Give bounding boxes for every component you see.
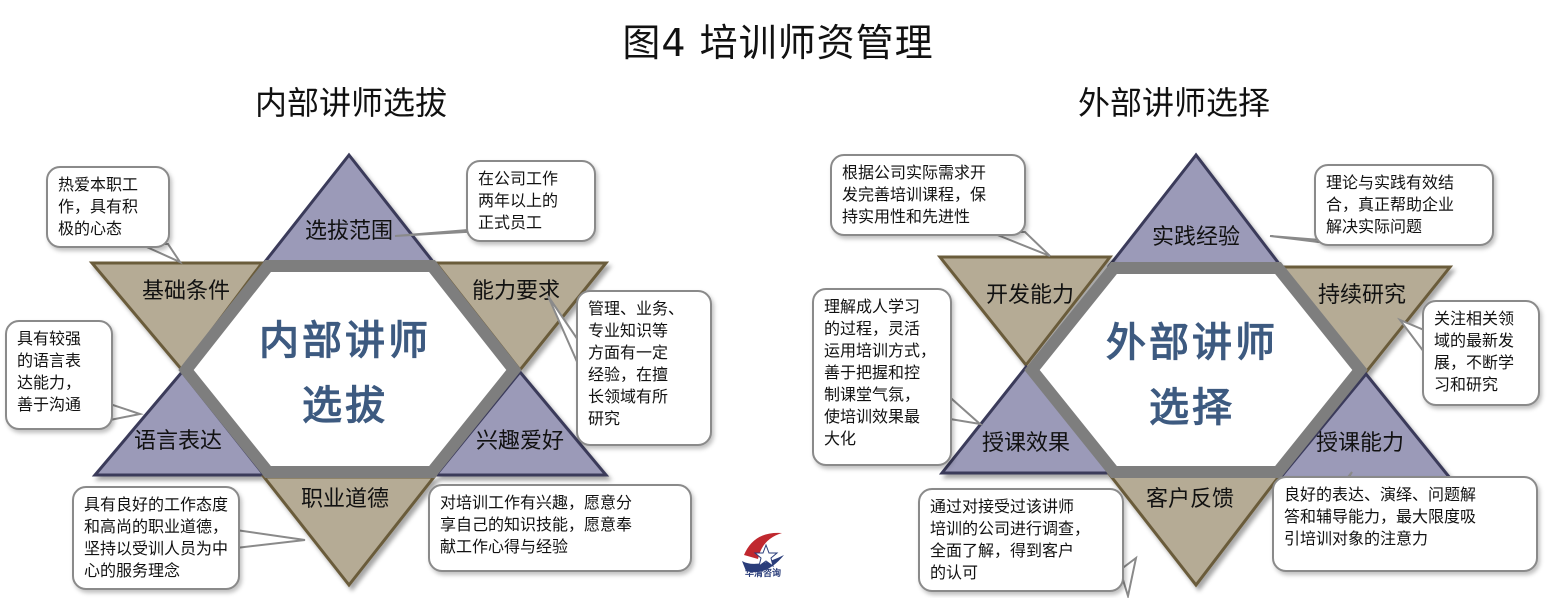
right-label-upper-right: 持续研究 (1318, 283, 1406, 308)
left-center-line2: 选拔 (302, 383, 388, 429)
right-bubble-teaching-ability: 良好的表达、演绎、问题解 答和辅导能力，最大限度吸 引培训对象的注意力 (1272, 476, 1538, 572)
right-label-top: 实践经验 (1152, 225, 1240, 250)
left-label-upper-right: 能力要求 (472, 279, 560, 304)
right-triangle-upper-left (936, 255, 1114, 368)
left-bubble-ability: 管理、业务、 专业知识等 方面有一定 经验，在擅 长领域有所 研究 (576, 290, 712, 446)
left-bubble-ethics: 具有良好的工作态度 和高尚的职业道德， 坚持以受训人员为中 心的服务理念 (72, 486, 240, 590)
right-diagram-title: 外部讲师选择 (1078, 84, 1271, 122)
company-logo (742, 532, 784, 573)
right-label-lower-left: 授课效果 (982, 431, 1070, 456)
right-bubble-research: 关注相关领 域的最新发 展，不断学 习和研究 (1422, 300, 1540, 406)
right-bubble-practice: 理论与实践有效结 合，真正帮助企业 解决实际问题 (1314, 164, 1494, 246)
right-label-bottom: 客户反馈 (1146, 487, 1234, 512)
left-bubble-interest: 对培训工作有兴趣，愿意分 享自己的知识技能，愿意奉 献工作心得与经验 (428, 484, 692, 572)
left-center-line1: 内部讲师 (259, 318, 431, 364)
left-center-hexagon (178, 260, 522, 478)
left-triangle-top (260, 152, 438, 265)
right-center-hexagon (1024, 262, 1368, 478)
left-bubble-basic-conditions: 热爱本职工 作，具有积 极的心态 (46, 166, 170, 248)
left-label-lower-right: 兴趣爱好 (476, 429, 564, 454)
right-center-line2: 选择 (1149, 385, 1235, 431)
company-logo-text: 华清咨询 (744, 569, 781, 579)
left-bubble-selection-scope: 在公司工作 两年以上的 正式员工 (466, 160, 596, 242)
right-star-diagram: 实践经验 开发能力 持续研究 授课效果 授课能力 客户反馈 外部讲师 选择 (936, 152, 1454, 588)
right-bubble-development: 根据公司实际需求开 发完善培训课程，保 持实用性和先进性 (830, 154, 1026, 236)
right-bubble-teaching-effect: 理解成人学习 的过程，灵活 运用培训方式， 善于把握和控 制课堂气氛， 使培训效… (812, 288, 952, 466)
page-title: 图4 培训师资管理 (622, 21, 934, 65)
right-center-line1: 外部讲师 (1106, 320, 1278, 366)
left-label-bottom: 职业道德 (301, 487, 389, 512)
left-label-lower-left: 语言表达 (134, 429, 222, 454)
left-label-top: 选拔范围 (305, 219, 393, 244)
left-bubble-language: 具有较强 的语言表 达能力， 善于沟通 (5, 320, 113, 430)
right-bubble-feedback: 通过对接受过该讲师 培训的公司进行调查， 全面了解，得到客户 的认可 (918, 488, 1124, 592)
left-diagram-title: 内部讲师选拔 (255, 84, 448, 122)
left-label-upper-left: 基础条件 (142, 279, 230, 304)
right-label-lower-right: 授课能力 (1316, 431, 1404, 456)
right-label-upper-left: 开发能力 (986, 283, 1074, 308)
